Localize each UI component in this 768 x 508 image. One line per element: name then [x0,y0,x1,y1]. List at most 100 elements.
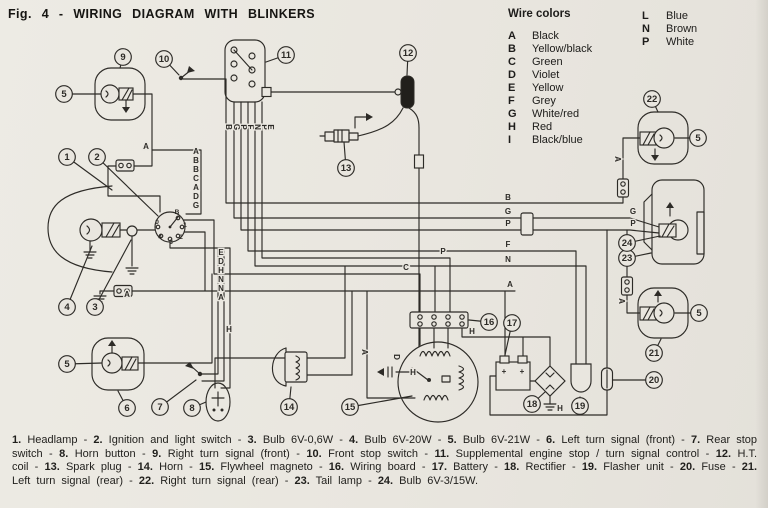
dial-label-B: B [175,209,180,216]
wire-label-A: A [613,156,622,162]
caption-separator: - [418,447,435,460]
caption-separator: - [28,461,45,474]
wire-code: B [508,43,516,56]
caption-item-text: Rear stop switch [12,434,758,460]
svg-text:11: 11 [281,50,292,61]
callout-4: 4 [58,245,93,316]
callout-7: 7 [151,379,197,416]
caption-item: 8. Horn button - [59,448,152,460]
wire-label-A: A [193,147,199,156]
legend-entry: N Brown [642,23,697,36]
caption-separator: - [663,461,680,474]
ground-symbols [93,212,534,303]
caption-item: 10. Front stop switch - [306,448,434,460]
caption-item: 12. H.T. coil - [12,448,757,474]
caption-separator: - [135,447,153,460]
wire-label-H: H [469,327,475,336]
svg-text:5: 5 [61,89,67,100]
caption-item-text: Spark plug [65,461,122,474]
caption-separator: - [42,447,60,460]
wire-label-D: D [392,354,401,360]
callout-23: 23 [618,249,652,267]
caption-item-number: 16. [328,461,345,474]
caption-item-text: Battery [453,461,489,474]
dial-label-1: 1 [183,222,187,229]
wire-code: A [508,30,516,43]
caption-item-number: 2. [93,434,103,446]
caption-item: 14. Horn - [138,461,199,473]
legend-entry: P White [642,36,697,49]
wire-color-name: Brown [666,23,698,36]
svg-text:17: 17 [507,318,518,329]
wire-code: P [642,36,650,49]
wire-color-name: Violet [532,69,560,82]
caption-item-number: 21. [741,461,758,474]
headlamp [47,185,139,275]
legend-entry: E Yellow [508,82,592,95]
figure-title: Fig. 4 - WIRING DIAGRAM WITH BLINKERS [8,7,316,21]
wire-label-D: D [218,257,224,266]
wire-label-P: P [260,124,269,130]
caption-item: 13. Spark plug - [45,461,138,473]
wire-label-D: D [193,192,199,201]
caption-separator: - [77,434,94,446]
caption-separator: - [182,461,199,474]
wire-label-H: H [218,266,224,275]
caption-separator: - [123,474,139,487]
battery [495,355,531,391]
svg-text:24: 24 [622,238,633,249]
caption-item-text: Headlamp [27,434,78,446]
caption-item: 9. Right turn signal (front) - [152,448,306,460]
caption-item-number: 17. [431,461,447,474]
caption-item-text: Right turn signal (front) [167,447,290,460]
svg-text:7: 7 [157,402,162,413]
callout-20: 20 [612,371,663,389]
legend-entry: L Blue [642,10,697,23]
caption-separator: - [289,447,307,460]
wire-label-P: P [630,219,636,228]
caption-item-text: Tail lamp [315,474,363,487]
wire-code: C [508,56,516,69]
wire-color-name: White/red [532,107,580,120]
caption-item-number: 18. [504,461,520,474]
caption-item: 23. Tail lamp - [294,475,377,487]
caption-item: 2. Ignition and light switch - [93,434,247,446]
callout-3: 3 [86,239,132,316]
rear-stop-switch [185,362,203,377]
svg-text:13: 13 [341,163,352,174]
wire-label-E: E [266,124,275,130]
caption-item-text: Wiring board [350,461,416,474]
wire-label-A: A [143,142,149,151]
legend-column-2: L Blue N Brown P White [642,10,697,49]
wire-label-G: G [630,207,636,216]
caption-item-number: 1. [12,434,22,446]
wire-label-A: A [360,349,369,355]
svg-text:15: 15 [345,402,356,413]
caption-item-number: 6. [546,434,556,446]
svg-text:10: 10 [159,54,170,65]
legend-entry: C Green [508,56,592,69]
turn-signal-rear-right [616,111,689,198]
horn [271,347,308,387]
svg-text:18: 18 [527,399,538,410]
caption-item-number: 22. [138,474,155,487]
caption-item: 6. Left turn signal (front) - [546,434,691,446]
svg-text:6: 6 [124,403,129,414]
caption-item-number: 5. [447,434,457,446]
caption-separator: - [699,447,716,460]
caption-item: 3. Bulb 6V-0,6W - [248,434,350,446]
caption-item: 20. Fuse - [680,461,742,473]
caption-item: 21. Left turn signal (rear) - [12,461,757,487]
caption-item-number: 14. [137,461,153,474]
svg-text:20: 20 [649,375,660,386]
wire-label-N: N [253,124,262,130]
wire-label-P: P [440,247,446,256]
wire-label-N: N [505,255,511,264]
callout-6: 6 [117,390,136,417]
caption-item-text: Bulb 6V-20W [364,434,432,446]
wire-label-G: G [193,201,199,210]
